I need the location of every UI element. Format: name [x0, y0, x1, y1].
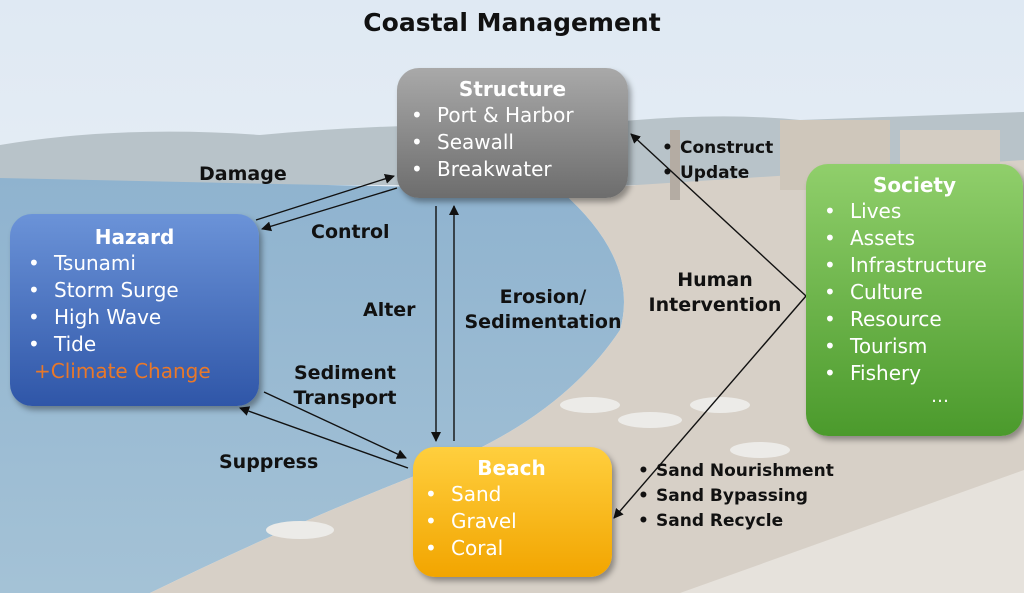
structure-box: Structure Port & Harbor Seawall Breakwat…	[397, 68, 628, 198]
structure-actions-list: Construct Update	[662, 136, 773, 186]
control-label: Control	[311, 221, 390, 243]
society-item: Infrastructure	[824, 252, 1023, 279]
control-arrow	[261, 187, 398, 232]
hazard-title: Hazard	[94, 225, 175, 249]
society-box: Society Lives Assets Infrastructure Cult…	[806, 164, 1023, 436]
beach-action-item: Sand Bypassing	[638, 484, 834, 509]
damage-arrow	[255, 173, 395, 221]
beach-list: Sand Gravel Coral	[425, 481, 612, 562]
society-item: Assets	[824, 225, 1023, 252]
society-item: Resource	[824, 306, 1023, 333]
beach-item: Sand	[425, 481, 612, 508]
structure-item: Port & Harbor	[411, 102, 628, 129]
sediment-transport-label: Sediment Transport	[283, 361, 407, 411]
human-label-line2: Intervention	[648, 294, 782, 316]
suppress-arrow	[239, 406, 409, 469]
hazard-item: High Wave	[28, 304, 259, 331]
alter-label: Alter	[363, 299, 416, 321]
beach-action-item: Sand Recycle	[638, 509, 834, 534]
erosion-label-line2: Sedimentation	[464, 311, 622, 333]
sediment-transport-arrow	[263, 391, 407, 459]
structure-item: Breakwater	[411, 156, 628, 183]
society-item: Tourism	[824, 333, 1023, 360]
beach-action-item: Sand Nourishment	[638, 459, 834, 484]
society-item: Fishery	[824, 360, 1023, 387]
hazard-item: Tide	[28, 331, 259, 358]
structure-list: Port & Harbor Seawall Breakwater	[411, 102, 628, 183]
society-item: Culture	[824, 279, 1023, 306]
beach-item: Coral	[425, 535, 612, 562]
beach-item: Gravel	[425, 508, 612, 535]
page-title: Coastal Management	[363, 8, 661, 37]
structure-action-item: Update	[662, 161, 773, 186]
beach-box: Beach Sand Gravel Coral	[413, 447, 612, 577]
damage-label: Damage	[199, 163, 287, 185]
suppress-label: Suppress	[219, 451, 319, 473]
human-intervention-label: Human Intervention	[638, 268, 792, 318]
structure-title: Structure	[458, 77, 567, 101]
hazard-item: Storm Surge	[28, 277, 259, 304]
structure-action-item: Construct	[662, 136, 773, 161]
hazard-box: Hazard Tsunami Storm Surge High Wave Tid…	[10, 214, 259, 406]
erosion-label-line1: Erosion/	[499, 286, 587, 308]
construct-arrow	[630, 133, 807, 297]
hazard-list: Tsunami Storm Surge High Wave Tide	[28, 250, 259, 358]
society-list: Lives Assets Infrastructure Culture Reso…	[824, 198, 1023, 387]
sediment-label-line2: Transport	[293, 387, 397, 409]
sediment-label-line1: Sediment	[294, 362, 396, 384]
beach-actions-list: Sand Nourishment Sand Bypassing Sand Rec…	[638, 459, 834, 534]
hazard-item: Tsunami	[28, 250, 259, 277]
climate-change-note: +Climate Change	[34, 359, 211, 383]
beach-title: Beach	[477, 456, 546, 480]
society-item: Lives	[824, 198, 1023, 225]
structure-item: Seawall	[411, 129, 628, 156]
society-more-ellipsis: …	[931, 386, 949, 407]
erosion-sedimentation-label: Erosion/ Sedimentation	[456, 285, 630, 335]
human-label-line1: Human	[677, 269, 753, 291]
society-title: Society	[872, 173, 957, 197]
